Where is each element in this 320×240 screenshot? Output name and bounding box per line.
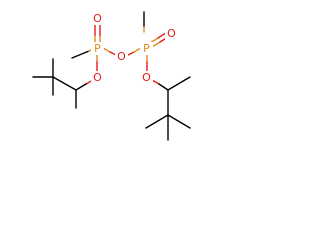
bond-po-right-b1 [151, 41, 161, 48]
bond-obridge-p-2 [133, 47, 142, 53]
bond-methyl-p-left [71, 50, 90, 59]
svg-text:P: P [94, 42, 101, 55]
svg-text:P: P [143, 42, 150, 55]
atom-o-ester-right: O [140, 71, 153, 84]
bond-obridge-p-1 [127, 51, 135, 56]
atom-o-bridge: O [115, 50, 128, 63]
svg-text:O: O [142, 71, 151, 84]
bond-p-obridge-1 [102, 47, 111, 53]
atom-o-ester-left: O [91, 71, 104, 84]
bond-cq-right-right [167, 114, 191, 129]
atom-p-right: P [140, 42, 153, 55]
svg-text:O: O [93, 71, 102, 84]
svg-text:O: O [93, 12, 102, 25]
bond-oester-right-ch-2 [158, 83, 169, 91]
atom-p-left: P [91, 42, 104, 55]
bond-oester-right-ch-1 [151, 79, 160, 85]
bond-po-right-a2 [157, 32, 167, 39]
structure-diagram: O P O O P O O [0, 0, 222, 156]
bond-cq-right-left [145, 114, 169, 129]
bond-ch-cq-left [52, 76, 77, 91]
bond-oester-left-ch-2 [75, 83, 87, 91]
molecule-svg: O P O O P O O [32, 11, 191, 141]
atom-o-top-right: O [165, 27, 178, 40]
svg-text:O: O [117, 50, 126, 63]
bond-ch-methyl-right [167, 76, 191, 91]
atom-o-top-left: O [91, 12, 104, 25]
svg-text:O: O [167, 27, 176, 40]
